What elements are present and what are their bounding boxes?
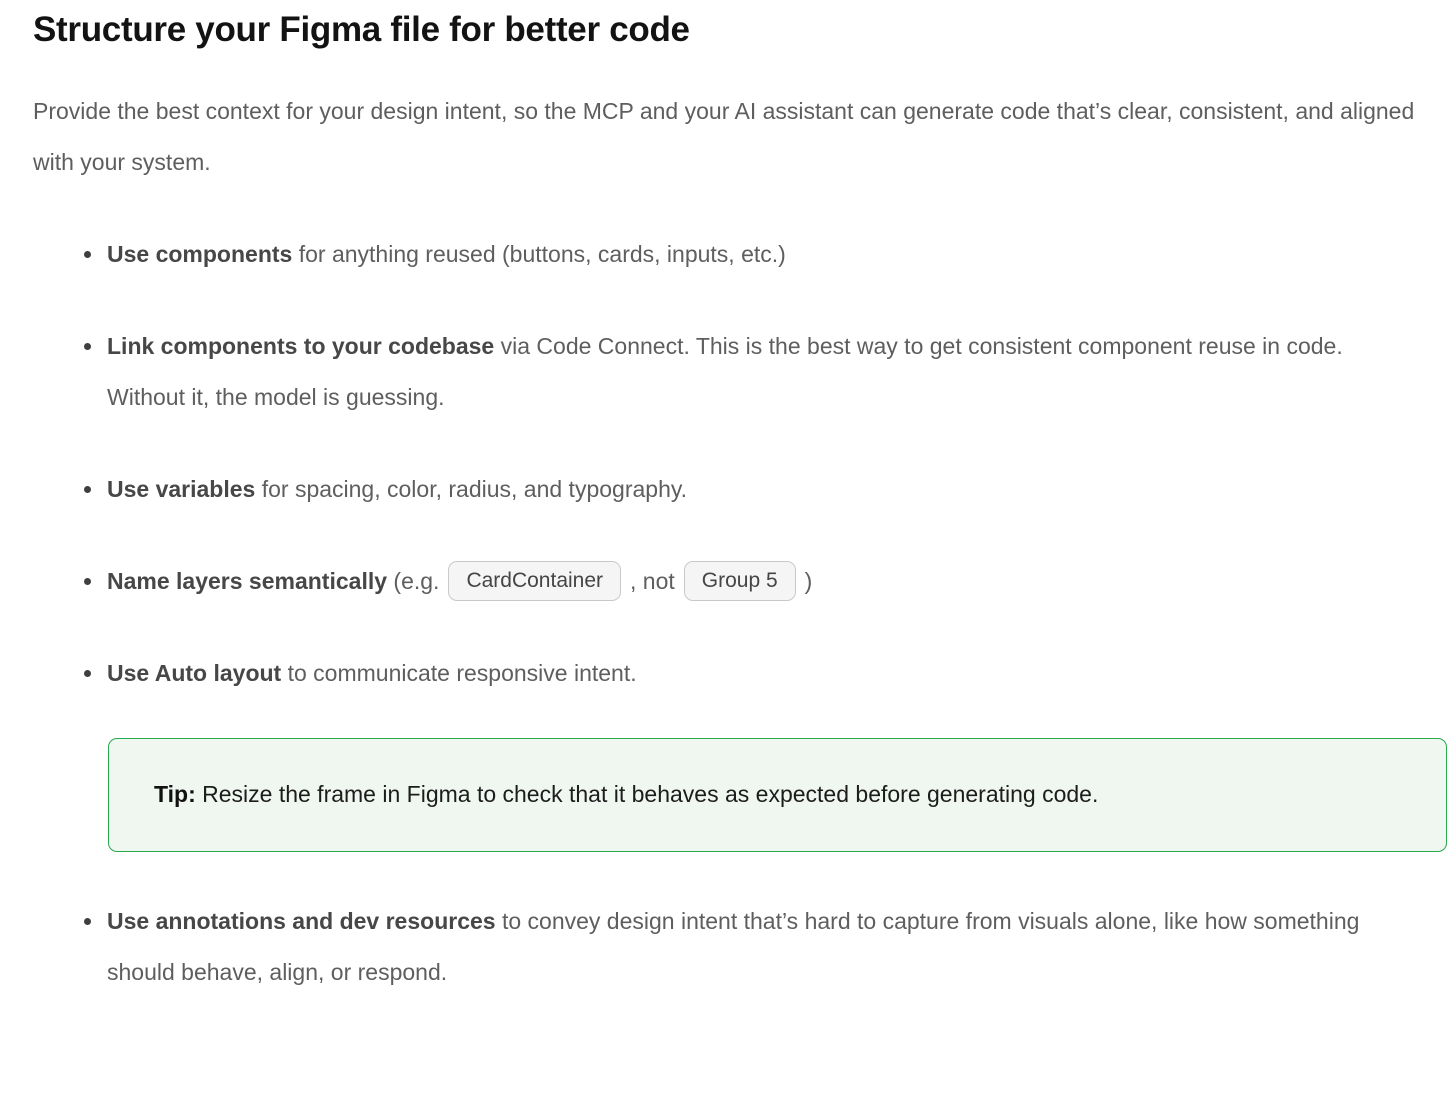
list-item-use-variables: Use variables for spacing, color, radius…: [84, 464, 1419, 515]
list-item-use-components: Use components for anything reused (butt…: [84, 229, 1419, 280]
list-item-bold-text: Use annotations and dev resources: [107, 907, 496, 934]
article-page: Structure your Figma file for better cod…: [33, 10, 1447, 998]
code-pill-cardcontainer: CardContainer: [448, 560, 622, 602]
tip-label: Tip:: [154, 780, 196, 807]
list-item-text: , not: [630, 567, 675, 594]
intro-paragraph: Provide the best context for your design…: [33, 97, 1415, 175]
list-item-text: for spacing, color, radius, and typograp…: [255, 475, 688, 502]
list-item-auto-layout: Use Auto layout to communicate responsiv…: [84, 648, 1419, 699]
list-item-bold-text: Link components to your codebase: [107, 332, 495, 359]
list-item-text: ): [804, 567, 813, 594]
list-item-text: to communicate responsive intent.: [281, 659, 637, 686]
list-item-bold-text: Use Auto layout: [107, 659, 282, 686]
list-item-text: to convey design intent that’s hard to c…: [107, 907, 1360, 985]
tip-text: Tip: Resize the frame in Figma to check …: [154, 769, 1384, 820]
tip-body-text: Resize the frame in Figma to check that …: [195, 780, 1099, 807]
best-practices-list: Use components for anything reused (butt…: [33, 229, 1447, 699]
list-item-bold-text: Use components: [107, 240, 293, 267]
list-item-annotations: Use annotations and dev resources to con…: [84, 896, 1419, 998]
list-item-bold-text: Name layers semantically: [107, 567, 388, 594]
list-item-name-layers: Name layers semantically (e.g. CardContai…: [84, 556, 1419, 607]
list-item-bold-text: Use variables: [107, 475, 256, 502]
best-practices-list-continued: Use annotations and dev resources to con…: [33, 896, 1447, 998]
list-item-link-components: Link components to your codebase via Cod…: [84, 321, 1419, 423]
page-title: Structure your Figma file for better cod…: [33, 10, 690, 49]
code-pill-group5: Group 5: [683, 560, 796, 602]
list-item-text: (e.g.: [387, 567, 440, 594]
tip-callout: Tip: Resize the frame in Figma to check …: [108, 737, 1447, 852]
list-item-text: for anything reused (buttons, cards, inp…: [292, 240, 786, 267]
list-item-text: via Code Connect. This is the best way t…: [107, 332, 1343, 410]
